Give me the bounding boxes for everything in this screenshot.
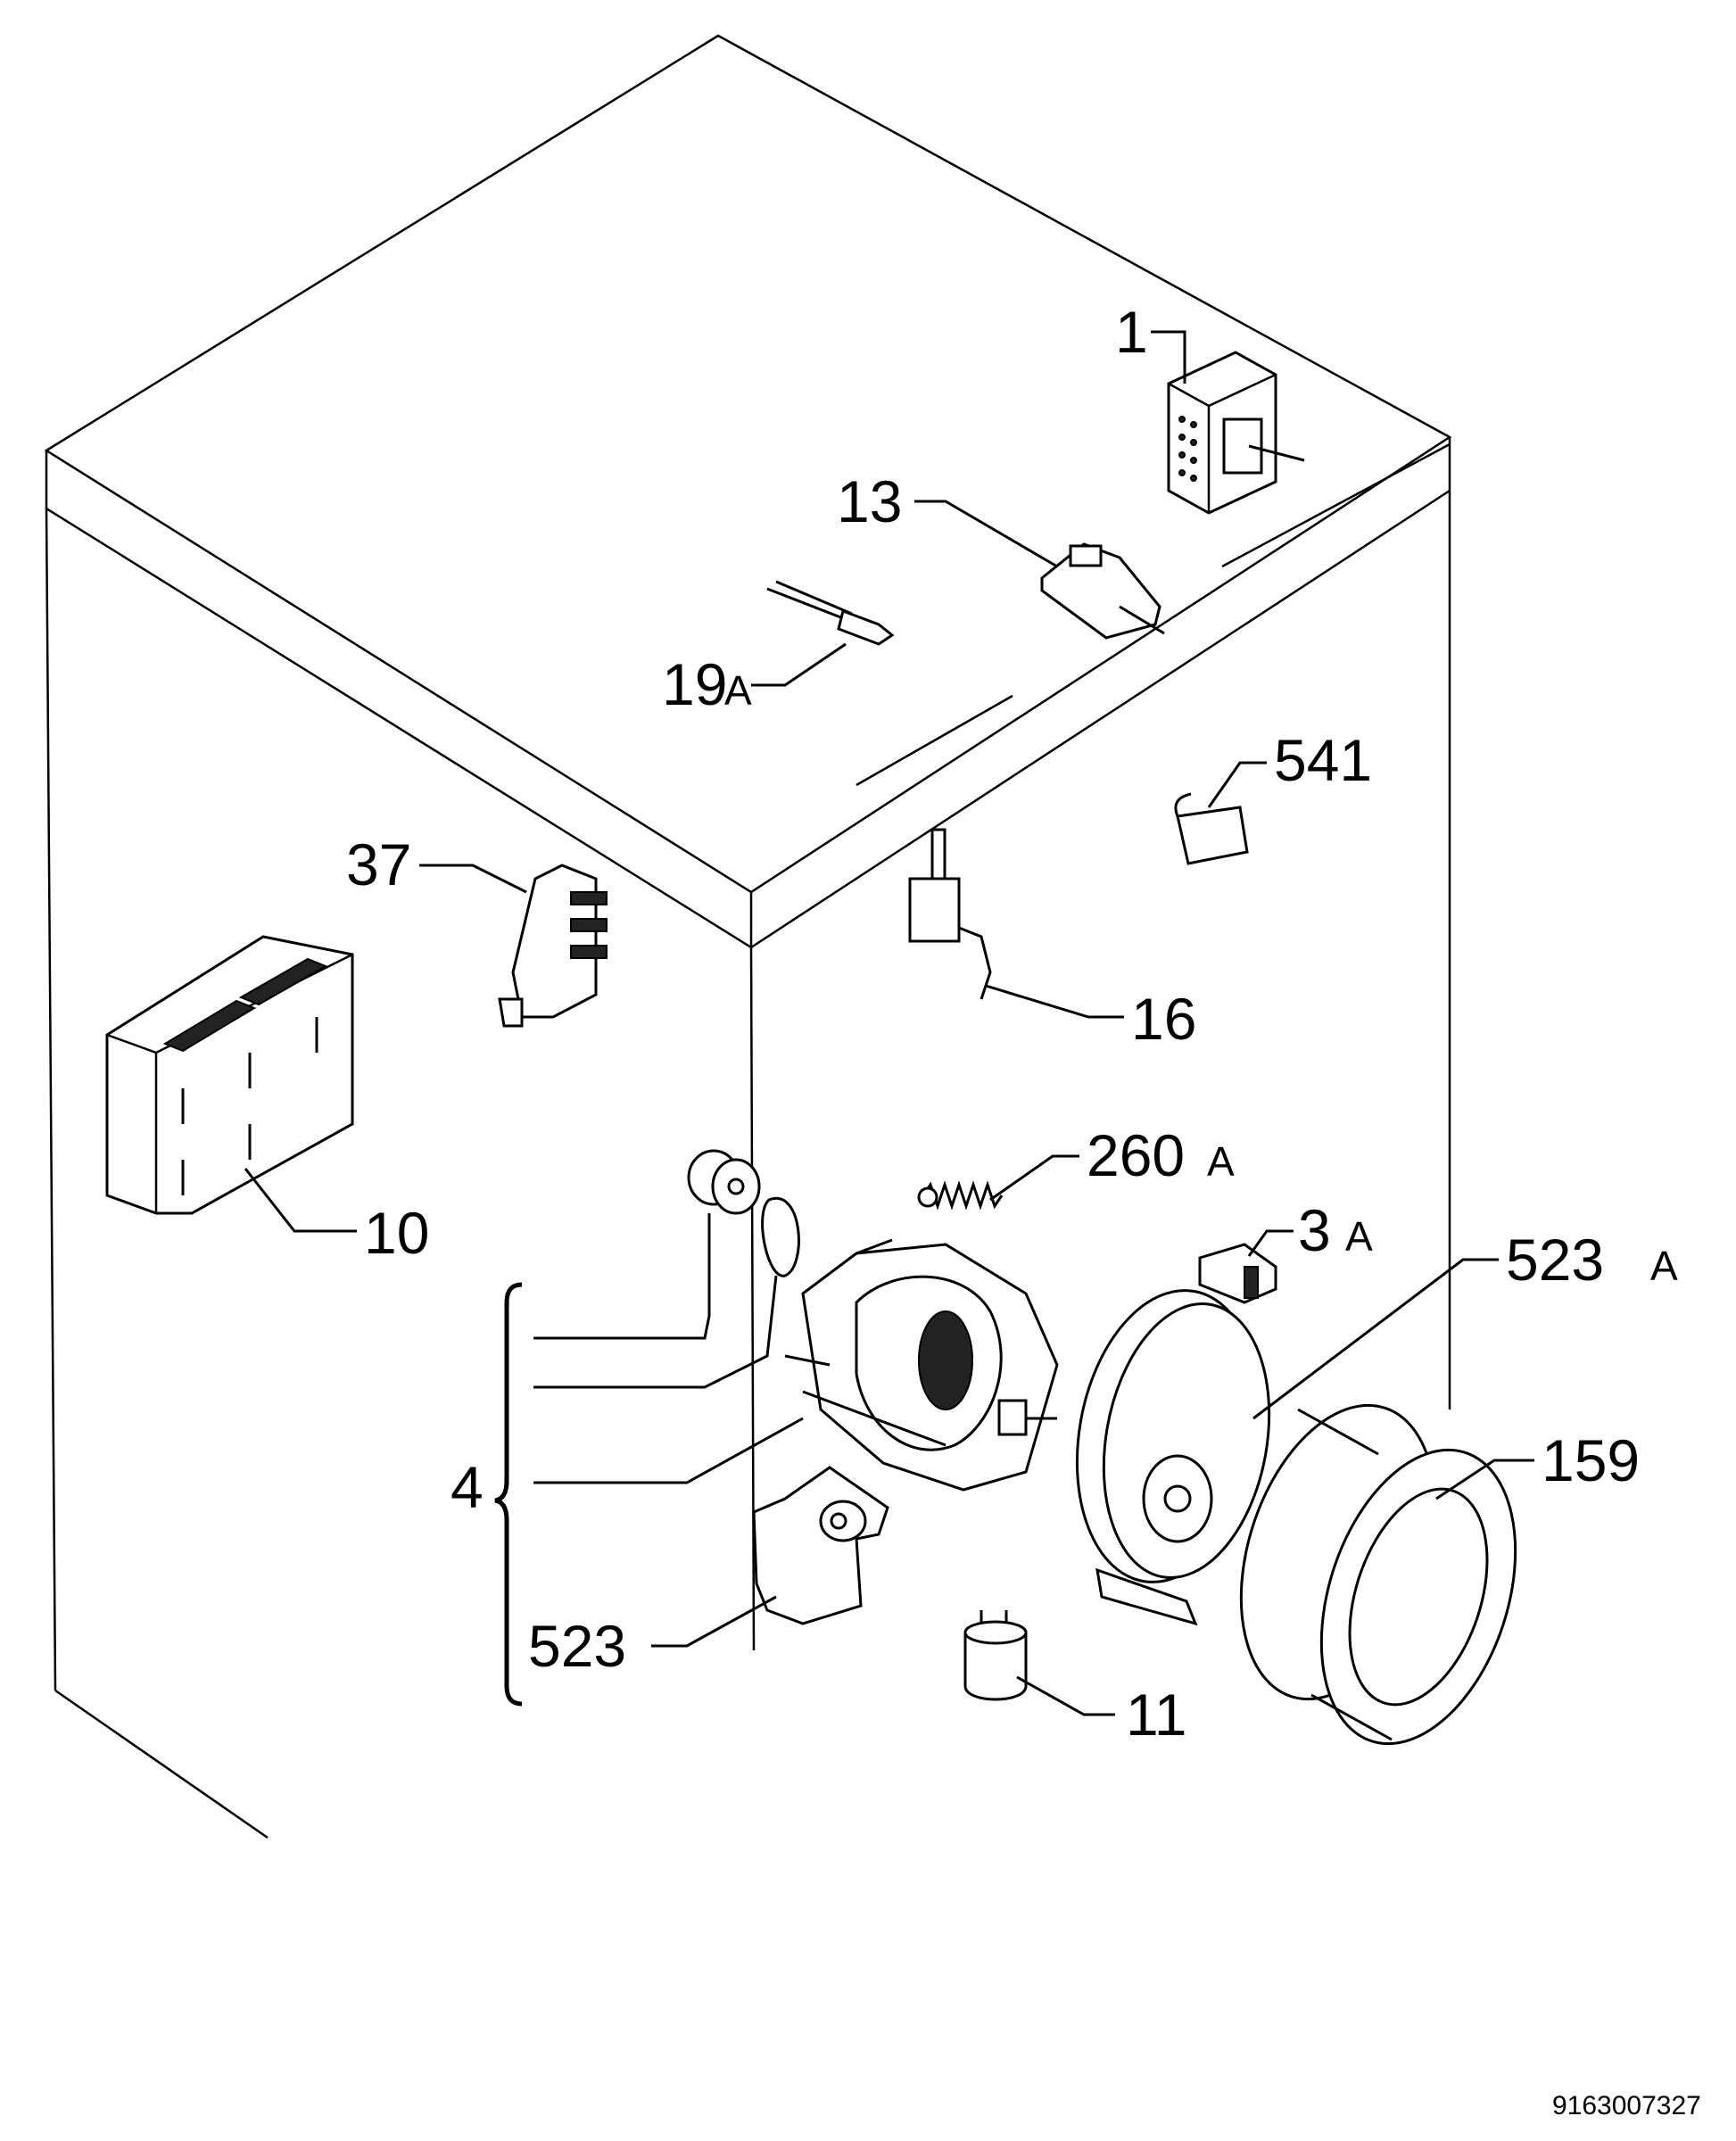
callout-260a-suffix: A [1207,1138,1235,1185]
sensor-probe-part [766,580,895,646]
callout-541: 541 [1274,727,1372,793]
callout-159: 159 [1542,1427,1640,1493]
callout-37: 37 [346,831,411,897]
document-number: 9163007327 [1552,2091,1701,2120]
callout-523a-suffix: A [1650,1243,1678,1289]
timer-switch-part [1167,351,1305,515]
drive-motor-part [784,1238,1059,1492]
callout-4: 4 [451,1454,484,1520]
callout-11: 11 [1126,1682,1187,1748]
callout-523a-number: 523 [1506,1227,1604,1293]
callout-10: 10 [364,1200,429,1266]
fan-housing-plate-part [1075,1289,1271,1626]
pulley-part [687,1149,761,1215]
callout-1: 1 [1115,299,1148,365]
callout-523: 523 [528,1613,626,1679]
assembly-bracket-4 [494,1213,804,1707]
clip-part [1174,792,1249,865]
door-interlock-part [498,864,608,1028]
filter-cartridge-part [105,935,354,1215]
leader-lines [244,330,1534,1716]
capacitor-part [963,1610,1028,1701]
callout-3a-suffix: A [1345,1213,1373,1260]
connector-part [1198,1243,1277,1304]
drive-belt-part [761,1196,800,1277]
motor-bracket-part [752,1466,889,1625]
tension-spring-part [917,1180,1004,1211]
callout-16: 16 [1131,986,1196,1052]
callout-3a-number: 3 [1298,1197,1331,1263]
timer-contact-dots [1178,416,1197,482]
callout-19a-suffix: A [724,667,752,714]
cabinet-outline [44,34,1452,1839]
microswitch-part [908,828,992,1000]
callout-13: 13 [837,468,902,534]
fan-wheel-part [1239,1403,1517,1746]
callout-260a-number: 260 [1087,1122,1185,1188]
thermostat-part [1040,542,1165,640]
callout-19a-number: 19 [662,651,727,717]
